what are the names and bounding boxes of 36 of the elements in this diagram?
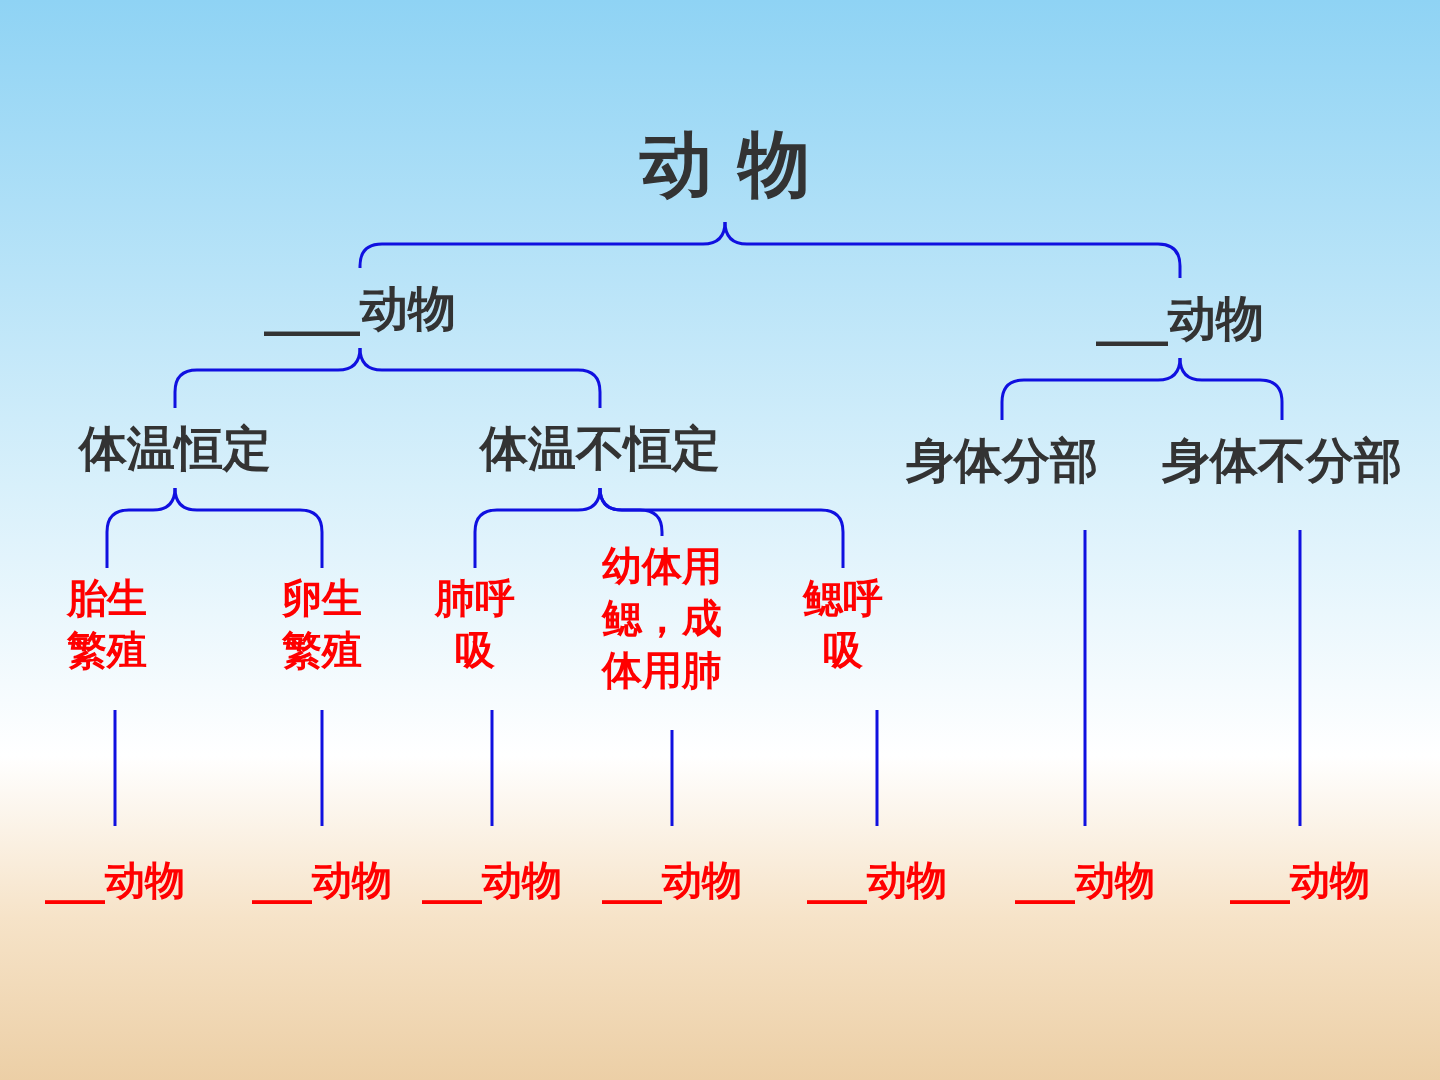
category-label: ___动物 [1050,282,1310,354]
fill-in-label: ___动物 [587,850,757,910]
connector-line [173,347,362,408]
connector-line [173,487,324,568]
connector-line [473,487,602,568]
connector-line [1000,357,1182,420]
fill-in-label: ___动物 [1215,850,1385,910]
fill-in-label: ___动物 [792,850,962,910]
fill-in-label: ___动物 [1000,850,1170,910]
category-label: 动 物 [595,110,855,218]
category-label: 肺呼吸 [425,572,525,676]
connector-line [1298,530,1302,826]
fill-in-label: ___动物 [237,850,407,910]
connector-line [358,221,727,269]
connector-line [320,710,324,826]
connector-line [358,347,602,408]
category-label: 幼体用鳃，成体用肺 [587,540,737,696]
connector-line [598,487,845,568]
fill-in-label: ___动物 [30,850,200,910]
connector-line [670,730,674,826]
connector-line [1083,530,1087,826]
connector-line [1178,357,1284,420]
category-label: 身体不分部 [1137,424,1427,496]
category-label: 体温不恒定 [450,412,750,484]
category-label: 鳃呼吸 [793,572,893,676]
category-label: 身体分部 [882,424,1122,496]
category-label: 胎生繁殖 [57,572,157,676]
category-label: 体温恒定 [55,412,295,484]
connector-line [490,710,494,826]
connector-line [875,710,879,826]
category-label: ____动物 [220,272,500,344]
connector-line [113,710,117,826]
connector-line [723,221,1182,278]
fill-in-label: ___动物 [407,850,577,910]
category-label: 卵生繁殖 [272,572,372,676]
connector-line [105,487,177,568]
